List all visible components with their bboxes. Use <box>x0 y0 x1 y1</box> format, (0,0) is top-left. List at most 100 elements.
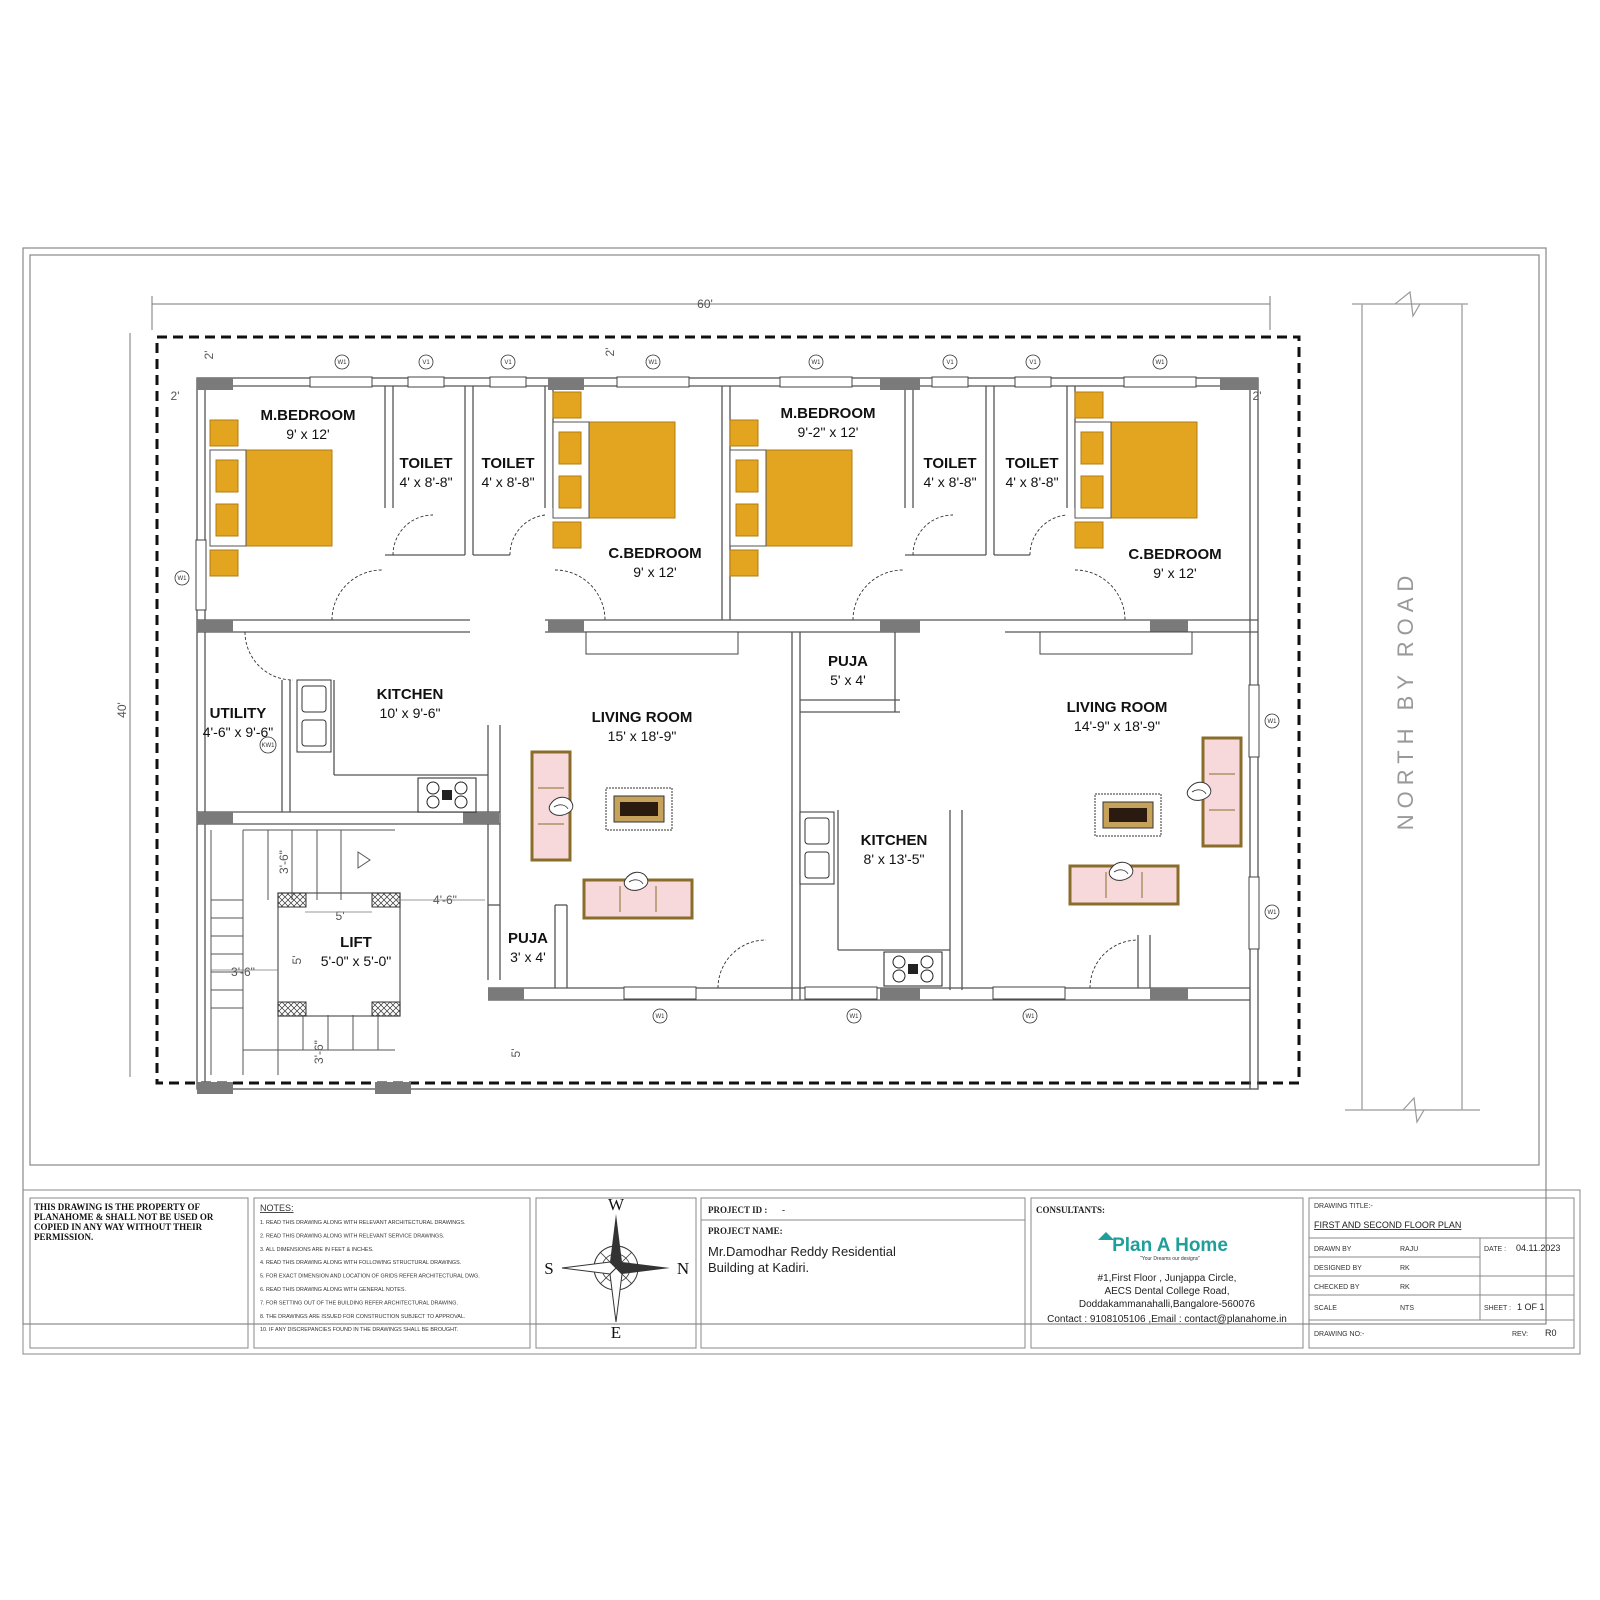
coffee-table-2 <box>1094 793 1162 837</box>
svg-text:V1: V1 <box>1029 360 1037 366</box>
room-size-toilet-3: 4' x 8'-8" <box>923 474 976 490</box>
compass: W S N E <box>544 1195 689 1342</box>
setback-dimension-right: 2' <box>1253 389 1262 403</box>
window-tag-w1: W1 <box>1264 904 1280 920</box>
bed-mbedroom-2 <box>729 419 853 577</box>
windows <box>195 376 1260 1000</box>
drawing-title-label: DRAWING TITLE:- <box>1314 1203 1373 1210</box>
window-tag-v1: V1 <box>500 354 516 370</box>
window-tag-kw1: KW1 <box>259 736 277 754</box>
depth-dimension: 40' <box>115 702 129 718</box>
bed-cbedroom-1 <box>552 391 676 549</box>
bed-cbedroom-2 <box>1074 391 1198 549</box>
svg-text:V1: V1 <box>504 360 512 366</box>
front-dimension: 5' <box>509 1049 523 1058</box>
room-size-lift: 5'-0" x 5'-0" <box>321 953 392 969</box>
consultant-address-1: #1,First Floor , Junjappa Circle, <box>1098 1273 1237 1284</box>
width-dimension: 60' <box>697 297 713 311</box>
rev-label: REV: <box>1512 1331 1528 1338</box>
svg-text:W1: W1 <box>1268 719 1278 725</box>
window-tag-w1: W1 <box>174 570 190 586</box>
scale-value: NTS <box>1400 1305 1414 1312</box>
setback-dimension-left: 2' <box>171 389 180 403</box>
room-name-cbedroom-1: C.BEDROOM <box>608 545 701 562</box>
room-name-living-2: LIVING ROOM <box>1067 699 1168 716</box>
room-size-cbedroom-1: 9' x 12' <box>633 564 676 580</box>
svg-text:W1: W1 <box>1268 910 1278 916</box>
designed-by-label: DESIGNED BY <box>1314 1265 1362 1272</box>
window-tag-w1: W1 <box>1022 1008 1038 1024</box>
room-name-mbedroom-1: M.BEDROOM <box>261 407 356 424</box>
svg-text:W1: W1 <box>812 360 822 366</box>
staircase <box>210 829 395 1075</box>
room-labels: M.BEDROOM 9' x 12' TOILET 4' x 8'-8" TOI… <box>203 405 1222 969</box>
sheet-outer-border <box>22 247 1547 1325</box>
window-tag-w1: W1 <box>652 1008 668 1024</box>
consultant-logo: Plan A Home "Your Dreams our designs" <box>1098 1232 1228 1262</box>
overall-dimensions: 60' 40' 2' 2' 2' 2' 5' <box>115 296 1271 1077</box>
room-name-kitchen-2: KITCHEN <box>861 832 928 849</box>
window-tag-w1: W1 <box>645 354 661 370</box>
window-tag-w1: W1 <box>1264 713 1280 729</box>
stove-kitchen-1 <box>417 777 477 813</box>
window-tags: W1 V1 V1 W1 W1 V1 V1 W1 W1 KW1 W1 W1 W1 … <box>174 354 1280 1024</box>
window-tag-v1: V1 <box>942 354 958 370</box>
drawn-by-value: RAJU <box>1400 1246 1418 1253</box>
setback-dimension-top-mid: 2' <box>603 348 617 357</box>
svg-text:3'-6": 3'-6" <box>277 850 291 874</box>
logo-tagline: "Your Dreams our designs" <box>1140 1256 1200 1262</box>
compass-e: E <box>611 1323 621 1342</box>
note-item: 8. THE DRAWINGS ARE ISSUED FOR CONSTRUCT… <box>260 1314 465 1320</box>
scale-label: SCALE <box>1314 1305 1337 1312</box>
compass-n: N <box>677 1259 689 1278</box>
date-value: 04.11.2023 <box>1516 1243 1560 1253</box>
stair-dimensions: 3'-6" 5' 4'-6" 5' 3'-6" 3'-6" <box>211 850 485 1064</box>
drawing-no-label: DRAWING NO:- <box>1314 1331 1365 1338</box>
logo-text: Plan A Home <box>1112 1235 1228 1256</box>
sink-kitchen-2 <box>799 811 835 885</box>
room-size-puja-2: 3' x 4' <box>510 949 546 965</box>
window-tag-w1: W1 <box>1152 354 1168 370</box>
project-id-label: PROJECT ID : <box>708 1205 767 1215</box>
room-size-kitchen-1: 10' x 9'-6" <box>380 705 441 721</box>
svg-text:V1: V1 <box>946 360 954 366</box>
coffee-table-1 <box>605 787 673 831</box>
room-size-kitchen-2: 8' x 13'-5" <box>864 851 925 867</box>
checked-by-value: RK <box>1400 1284 1410 1291</box>
compass-s: S <box>544 1259 553 1278</box>
svg-text:W1: W1 <box>850 1014 860 1020</box>
sink-kitchen-1 <box>296 679 332 753</box>
svg-text:5': 5' <box>290 956 304 965</box>
room-size-utility: 4'-6" x 9'-6" <box>203 724 274 740</box>
setback-dimension-top-left: 2' <box>202 351 216 360</box>
svg-text:W1: W1 <box>338 360 348 366</box>
svg-text:W1: W1 <box>1026 1014 1036 1020</box>
svg-text:KW1: KW1 <box>261 743 275 749</box>
room-size-toilet-2: 4' x 8'-8" <box>481 474 534 490</box>
stove-kitchen-2 <box>883 951 943 987</box>
room-name-toilet-3: TOILET <box>923 455 976 472</box>
note-item: 4. READ THIS DRAWING ALONG WITH FOLLOWIN… <box>260 1260 461 1266</box>
room-size-living-2: 14'-9" x 18'-9" <box>1074 718 1160 734</box>
consultants-label: CONSULTANTS: <box>1036 1205 1105 1215</box>
project-name-label: PROJECT NAME: <box>708 1226 783 1236</box>
svg-text:W1: W1 <box>656 1014 666 1020</box>
checked-by-label: CHECKED BY <box>1314 1284 1360 1291</box>
note-item: 6. READ THIS DRAWING ALONG WITH GENERAL … <box>260 1287 406 1293</box>
north-by-road-label: NORTH BY ROAD <box>1393 570 1418 831</box>
room-size-toilet-1: 4' x 8'-8" <box>399 474 452 490</box>
svg-text:W1: W1 <box>1156 360 1166 366</box>
title-block-border <box>22 1189 1581 1355</box>
room-name-living-1: LIVING ROOM <box>592 709 693 726</box>
room-name-utility: UTILITY <box>210 705 267 722</box>
project-name-line1: Mr.Damodhar Reddy Residential <box>708 1244 896 1259</box>
note-item: 7. FOR SETTING OUT OF THE BUILDING REFER… <box>260 1300 458 1306</box>
consultant-address-2: AECS Dental College Road, <box>1104 1286 1229 1297</box>
room-name-puja-2: PUJA <box>508 930 548 947</box>
window-tag-v1: V1 <box>1025 354 1041 370</box>
window-tag-w1: W1 <box>334 354 350 370</box>
room-size-living-1: 15' x 18'-9" <box>608 728 677 744</box>
svg-text:3'-6": 3'-6" <box>312 1040 326 1064</box>
road-indicator: NORTH BY ROAD <box>1345 290 1480 1124</box>
room-name-toilet-4: TOILET <box>1005 455 1058 472</box>
